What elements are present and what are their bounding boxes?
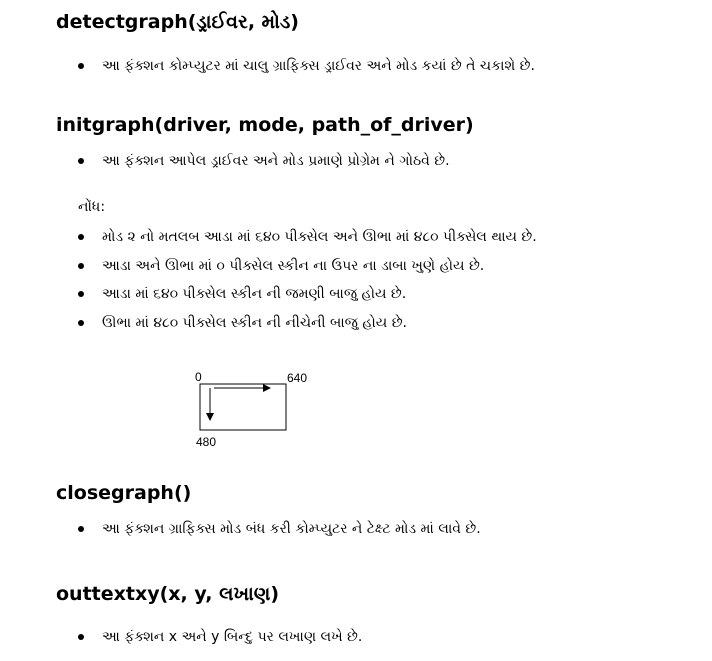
bullet-icon [78, 63, 84, 69]
item-text: આ ફંક્શન ગ્રાફિક્સ મોડ બંધ કરી કોમ્પ્યુટ… [102, 521, 481, 537]
list-item: ઊભા માં ૪૮૦ પીક્સેલ સ્કીન ની નીચેની બાજુ… [76, 313, 407, 333]
bullet-icon [78, 263, 84, 269]
bullet-icon [78, 526, 84, 532]
item-text: આ ફંક્શન x અને y બિન્દુ પર લખાણ લખે છે. [102, 629, 363, 645]
heading-detectgraph: detectgraph(ડ્રાઈવર, મોડ) [56, 11, 299, 33]
list-item: આડા અને ઊભા માં ૦ પીક્સેલ સ્કીન ના ઉપર ન… [76, 256, 484, 276]
bullet-icon [78, 234, 84, 240]
heading-initgraph: initgraph(driver, mode, path_of_driver) [56, 114, 474, 136]
origin-label: 0 [195, 370, 202, 384]
list-item: મોડ ૨ નો મતલબ આડા માં ૬૪૦ પીક્સેલ અને ઊભ… [76, 227, 537, 247]
item-text: આડા માં ૬૪૦ પીક્સેલ સ્કીન ની જમણી બાજુ હ… [102, 286, 407, 302]
bullet-icon [78, 291, 84, 297]
height-label: 480 [196, 435, 216, 449]
item-text: મોડ ૨ નો મતલબ આડા માં ૬૪૦ પીક્સેલ અને ઊભ… [102, 229, 537, 245]
bullet-icon [78, 158, 84, 164]
item-text: ઊભા માં ૪૮૦ પીક્સેલ સ્કીન ની નીચેની બાજુ… [102, 315, 407, 331]
item-text: આડા અને ઊભા માં ૦ પીક્સેલ સ્કીન ના ઉપર ન… [102, 258, 485, 274]
screen-coordinate-diagram: 0 640 480 [190, 366, 330, 456]
list-item: આ ફંક્શન ગ્રાફિક્સ મોડ બંધ કરી કોમ્પ્યુટ… [76, 519, 481, 539]
note-label: નોંધ: [78, 199, 106, 215]
list-item: આડા માં ૬૪૦ પીક્સેલ સ્કીન ની જમણી બાજુ હ… [76, 284, 406, 304]
heading-outtextxy: outtextxy(x, y, લખાણ) [56, 583, 280, 605]
screen-rectangle [199, 383, 287, 431]
bullet-icon [78, 320, 84, 326]
list-item: આ ફંક્શન કોમ્પ્યુટર માં ચાલુ ગ્રાફિક્સ ડ… [76, 56, 535, 76]
heading-closegraph: closegraph() [56, 482, 192, 504]
item-text: આ ફંક્શન આપેલ ડ્રાઈવર અને મોડ પ્રમાણે પ્… [102, 153, 450, 169]
list-item: આ ફંક્શન x અને y બિન્દુ પર લખાણ લખે છે. [76, 627, 362, 647]
bullet-icon [78, 634, 84, 640]
width-label: 640 [287, 371, 307, 385]
item-text: આ ફંક્શન કોમ્પ્યુટર માં ચાલુ ગ્રાફિક્સ ડ… [102, 58, 535, 74]
list-item: આ ફંક્શન આપેલ ડ્રાઈવર અને મોડ પ્રમાણે પ્… [76, 151, 450, 171]
